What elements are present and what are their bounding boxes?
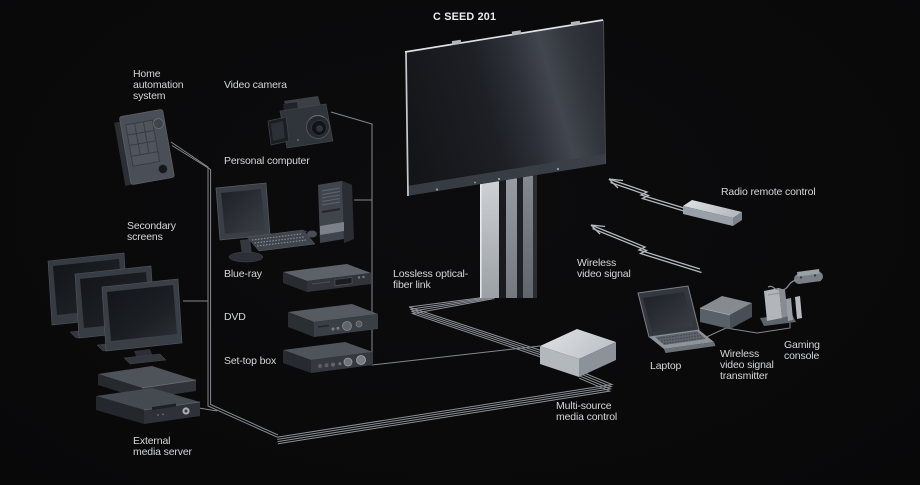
- label-lossless-optical-fiber-link: Lossless optical- fiber link: [393, 268, 469, 292]
- label-dvd: DVD: [224, 311, 246, 323]
- label-radio-remote-control: Radio remote control: [721, 186, 816, 198]
- label-set-top-box: Set-top box: [224, 355, 277, 367]
- laptop-icon: [637, 285, 716, 353]
- personal-computer-icon: [215, 181, 354, 263]
- gaming-console-icon: [760, 269, 823, 326]
- label-gaming-console: Gaming console: [784, 339, 820, 363]
- label-wireless-video-signal: Wireless video signal: [577, 257, 631, 281]
- cable-main-band: [276, 371, 614, 445]
- dvd-player-icon: [288, 304, 378, 337]
- external-media-server-icon: [96, 366, 201, 424]
- tv-3: [101, 278, 183, 365]
- cable-fiber-bundle: [408, 296, 542, 358]
- label-secondary-screens: Secondary screens: [127, 220, 176, 244]
- set-top-box-icon: [283, 342, 373, 373]
- label-laptop: Laptop: [650, 360, 682, 372]
- label-external-media-server: External media server: [133, 435, 192, 459]
- multi-source-media-control-icon: [540, 329, 616, 377]
- label-multi-source-media-control: Multi-source media control: [556, 400, 618, 424]
- gamepad: [794, 269, 823, 284]
- home-automation-keypad-icon: [114, 109, 175, 186]
- label-wireless-video-signal-transmitter: Wireless video signal transmitter: [720, 348, 774, 383]
- wireless-signal-arrow-transmitter: [590, 224, 702, 274]
- label-c-seed-201: C SEED 201: [433, 11, 497, 23]
- label-video-camera: Video camera: [224, 79, 287, 91]
- radio-remote-icon: [683, 200, 742, 226]
- label-personal-computer: Personal computer: [224, 155, 310, 167]
- cable-pc-bus: [330, 111, 541, 366]
- cseed-pole: [480, 162, 537, 298]
- wireless-transmitter-icon: [699, 296, 752, 329]
- video-camera-icon: [267, 96, 334, 149]
- label-home-automation-system: Home automation system: [133, 68, 184, 103]
- label-blue-ray: Blue-ray: [224, 268, 262, 280]
- wireless-signal-arrow-remote: [608, 178, 686, 213]
- blue-ray-player-icon: [283, 264, 371, 292]
- secondary-screens-icon: [47, 252, 183, 365]
- cseed-screen: [404, 19, 606, 197]
